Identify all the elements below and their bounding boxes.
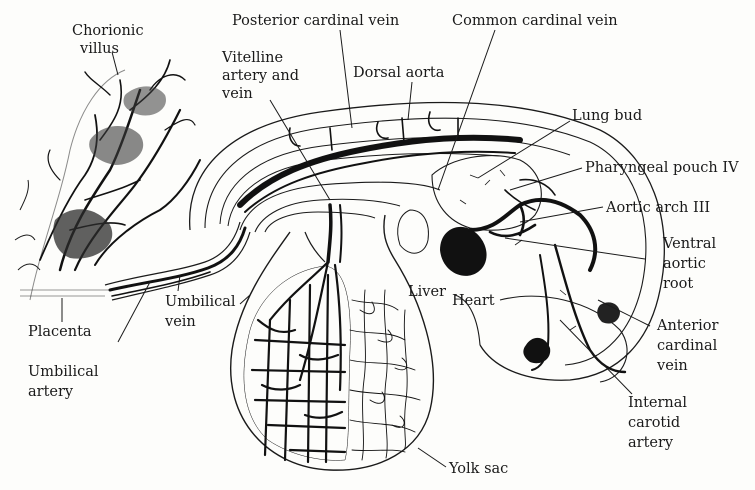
label-chorionic-villus-2: villus: [79, 41, 119, 57]
heart-region: [398, 156, 625, 372]
yolk-sac: [231, 205, 434, 470]
dorsal-aorta-vessels: [240, 112, 520, 212]
label-umbilical-vein-2: vein: [164, 314, 196, 330]
label-umbilical-artery-1: Umbilical: [28, 364, 99, 380]
label-anterior-cardinal-vein-3: vein: [656, 358, 688, 374]
label-anterior-cardinal-vein-2: cardinal: [657, 338, 718, 354]
label-pharyngeal-pouch: Pharyngeal pouch IV: [585, 160, 739, 176]
label-ventral-aortic-root-3: root: [663, 276, 693, 292]
label-umbilical-vein-1: Umbilical: [165, 294, 236, 310]
label-ventral-aortic-root-2: aortic: [663, 256, 706, 272]
label-internal-carotid-3: artery: [628, 435, 674, 451]
label-placenta: Placenta: [28, 324, 92, 340]
label-aortic-arch: Aortic arch III: [605, 200, 710, 216]
label-liver: Liver: [408, 284, 446, 300]
label-vitelline-1: Vitelline: [221, 50, 283, 66]
placenta-drawing: [15, 60, 200, 300]
label-internal-carotid-2: carotid: [628, 415, 680, 431]
label-umbilical-artery-2: artery: [28, 384, 74, 400]
label-vitelline-3: vein: [221, 86, 253, 102]
label-internal-carotid-1: Internal: [628, 395, 687, 411]
umbilical-cord: [105, 222, 250, 300]
label-dorsal-aorta: Dorsal aorta: [353, 65, 445, 81]
label-lung-bud: Lung bud: [572, 108, 642, 124]
label-heart: Heart: [452, 293, 495, 309]
label-ventral-aortic-root-1: Ventral: [662, 236, 716, 252]
label-anterior-cardinal-vein-1: Anterior: [656, 318, 719, 334]
label-chorionic-villus-1: Chorionic: [72, 23, 144, 39]
labels: Chorionic villus Posterior cardinal vein…: [28, 13, 739, 477]
label-posterior-cardinal-vein: Posterior cardinal vein: [232, 13, 399, 29]
label-vitelline-2: artery and: [222, 68, 299, 84]
label-common-cardinal-vein: Common cardinal vein: [452, 13, 618, 29]
label-yolk-sac: Yolk sac: [448, 461, 508, 477]
